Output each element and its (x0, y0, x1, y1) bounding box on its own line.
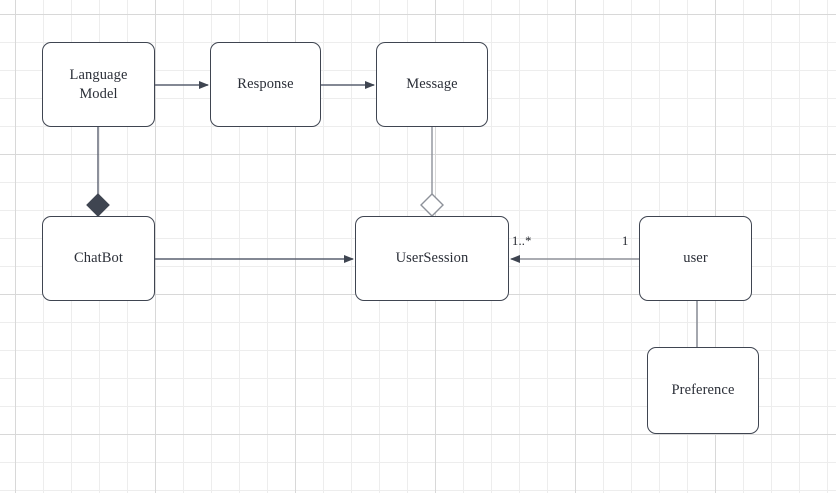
node-user[interactable]: user (639, 216, 752, 301)
node-user-session[interactable]: UserSession (355, 216, 509, 301)
multiplicity-user-session: 1..* (512, 234, 532, 248)
edge-message-user-session (420, 127, 444, 217)
node-message-label: Message (406, 76, 458, 93)
node-preference[interactable]: Preference (647, 347, 759, 434)
node-chatbot[interactable]: ChatBot (42, 216, 155, 301)
multiplicity-user: 1 (622, 234, 629, 248)
node-response[interactable]: Response (210, 42, 321, 127)
filled-diamond-icon (86, 193, 110, 217)
node-chatbot-label: ChatBot (73, 250, 124, 267)
node-language-model-label: Language Model (69, 66, 128, 102)
node-user-session-label: UserSession (395, 250, 469, 267)
hollow-diamond-icon (420, 193, 444, 217)
node-preference-label: Preference (671, 382, 735, 399)
node-response-label: Response (237, 76, 294, 93)
node-language-model[interactable]: Language Model (42, 42, 155, 127)
node-message[interactable]: Message (376, 42, 488, 127)
edge-language-model-chatbot (86, 127, 110, 217)
node-user-label: user (683, 250, 708, 267)
